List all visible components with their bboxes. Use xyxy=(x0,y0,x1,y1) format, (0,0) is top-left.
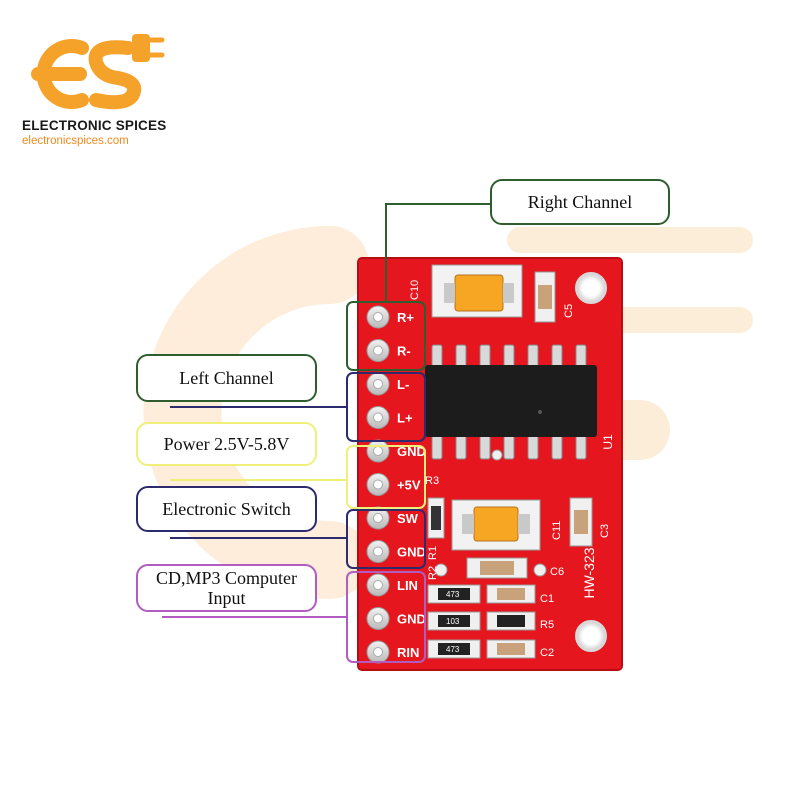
ic-chip xyxy=(425,365,597,437)
pin-hole xyxy=(373,479,383,490)
pcb-board: HW-323 U1 C10 C5 R3 C11 C3 C6 C1 R5 C2 R… xyxy=(357,257,623,671)
bracket-power xyxy=(346,445,426,509)
board-model-label: HW-323 xyxy=(581,547,597,598)
svg-text:C11: C11 xyxy=(551,521,563,540)
pin-label: GND xyxy=(397,612,426,627)
pin-label: R- xyxy=(397,344,411,359)
pin-hole xyxy=(373,580,383,590)
svg-text:103: 103 xyxy=(446,617,460,626)
leader-right-channel xyxy=(385,203,490,302)
pin-hole xyxy=(373,345,383,356)
svg-text:C3: C3 xyxy=(599,524,611,538)
callout-power: Power 2.5V-5.8V xyxy=(136,422,317,466)
brand-website: electronicspices.com xyxy=(22,135,129,147)
passive-components xyxy=(427,557,536,659)
callout-power-label: Power 2.5V-5.8V xyxy=(163,434,290,454)
pin-hole xyxy=(373,379,383,389)
svg-text:C2: C2 xyxy=(540,647,554,659)
svg-text:R2: R2 xyxy=(427,566,439,580)
callout-input-label-line1: CD,MP3 Computer xyxy=(155,568,297,588)
callout-right-channel: Right Channel xyxy=(490,179,670,225)
svg-text:C1: C1 xyxy=(540,593,554,605)
callout-left-channel-label: Left Channel xyxy=(179,368,274,388)
svg-text:C5: C5 xyxy=(563,304,575,318)
callout-left-channel: Left Channel xyxy=(136,354,317,402)
chip-label: U1 xyxy=(601,434,615,450)
callout-electronic-switch: Electronic Switch xyxy=(136,486,317,532)
pin-hole xyxy=(373,446,383,456)
callout-input-label-line2: Input xyxy=(207,588,246,608)
pin-label: L- xyxy=(397,377,409,392)
svg-text:C10: C10 xyxy=(409,280,421,300)
svg-text:C6: C6 xyxy=(550,566,564,578)
pin-hole xyxy=(373,312,383,322)
pin-label: L+ xyxy=(397,411,413,426)
pin-hole xyxy=(373,546,383,557)
pin-hole xyxy=(373,513,383,523)
pin-label: +5V xyxy=(397,478,421,493)
pin-hole xyxy=(373,647,383,657)
brand-name: ELECTRONIC SPICES xyxy=(22,118,167,133)
pin-hole xyxy=(373,613,383,624)
resistor-codes: 473 103 473 xyxy=(446,590,460,654)
svg-text:473: 473 xyxy=(446,590,460,599)
pin-label: LIN xyxy=(397,578,418,593)
svg-text:R1: R1 xyxy=(427,546,439,560)
svg-text:473: 473 xyxy=(446,645,460,654)
pin-label: RIN xyxy=(397,645,419,660)
pin-hole xyxy=(373,412,383,423)
svg-text:R5: R5 xyxy=(540,619,554,631)
callout-leader-lines xyxy=(162,203,490,618)
pin-label: GND xyxy=(397,545,426,560)
pin-header: R+ R- L- L+ GND +5V SW GND LIN GND RIN xyxy=(366,305,426,664)
component-labels: C10 C5 R3 C11 C3 C6 C1 R5 C2 R1 R2 xyxy=(409,280,611,659)
callout-input: CD,MP3 Computer Input xyxy=(136,564,317,612)
callout-right-channel-label: Right Channel xyxy=(527,192,633,212)
pin-label: GND xyxy=(397,444,426,459)
brand-logo-icon xyxy=(31,34,165,110)
svg-text:R3: R3 xyxy=(425,475,439,487)
pin-label: R+ xyxy=(397,310,414,325)
callout-switch-label: Electronic Switch xyxy=(162,499,291,519)
ic-pins xyxy=(431,344,587,460)
pin-label: SW xyxy=(397,511,419,526)
